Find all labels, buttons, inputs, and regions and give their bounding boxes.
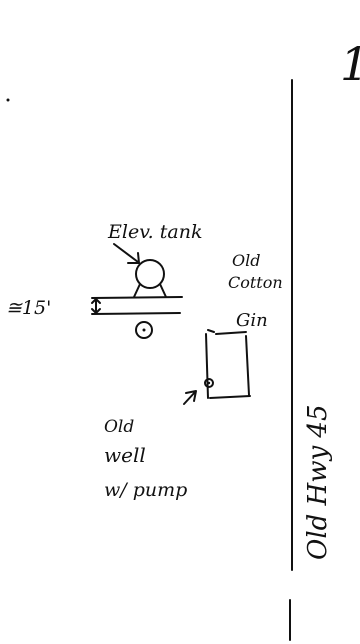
- well-label-line1: Old: [104, 417, 134, 437]
- cotton-gin-label-line2: Cotton: [228, 273, 283, 292]
- well-label-line2: well: [104, 443, 146, 467]
- page-number: 1: [340, 37, 360, 91]
- height-dimension-marker: [91, 298, 101, 314]
- well-label-line3: w/ pump: [104, 479, 187, 501]
- tank-base-circle-dot: [142, 328, 146, 332]
- tank-base-circle: [135, 321, 153, 339]
- cotton-gin-label-line1: Old: [232, 251, 260, 270]
- highway-label: Old Hwy 45: [303, 404, 333, 560]
- stray-dot: [6, 98, 10, 102]
- tank-arrow: [113, 243, 139, 263]
- height-estimate-label: ≅15': [6, 297, 51, 319]
- tank-arrow-head: [127, 252, 140, 264]
- old-well-dot: [207, 381, 211, 385]
- cotton-gin-building: [205, 329, 251, 399]
- well-arrow: [183, 390, 197, 405]
- tank-platform-top: [91, 296, 183, 299]
- elevated-tank-icon: [135, 259, 165, 289]
- tank-legs: [133, 283, 167, 298]
- tank-platform-bottom: [91, 312, 181, 315]
- elevated-tank-label: Elev. tank: [107, 221, 202, 243]
- old-well-icon: [204, 378, 214, 388]
- cotton-gin-label-line3: Gin: [236, 310, 268, 331]
